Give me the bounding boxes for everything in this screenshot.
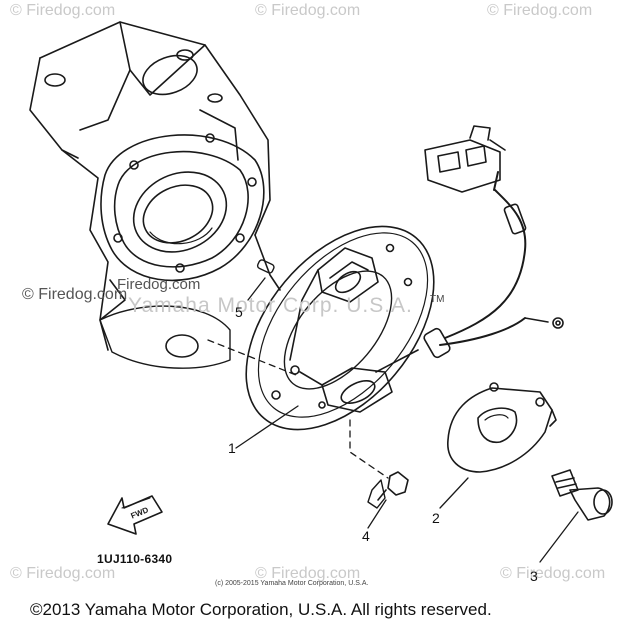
screw-drawing: [367, 471, 409, 509]
callout-4: 4: [362, 528, 370, 544]
watermark-bottom-left: © Firedog.com: [10, 565, 116, 582]
bolt-drawing: [551, 469, 613, 521]
wire-harness-drawing: [424, 125, 564, 346]
watermark-band: Yamaha Motor Corp. U.S.A.: [128, 294, 413, 317]
callout-2: 2: [432, 510, 440, 526]
callout-3: 3: [530, 568, 538, 584]
small-copyright: (c) 2005-2015 Yamaha Motor Corporation, …: [215, 580, 369, 587]
watermark-mid-small: Firedog.com: [117, 276, 201, 293]
leader-lines: [235, 277, 579, 563]
base-plate-drawing: [447, 382, 557, 473]
forward-arrow: [107, 495, 163, 535]
watermark-top-right: © Firedog.com: [487, 2, 593, 19]
parts-diagram: FWD: [29, 21, 613, 563]
watermark-top-left: © Firedog.com: [10, 2, 116, 19]
trademark-mark: TM: [430, 294, 445, 305]
callout-5: 5: [235, 304, 243, 320]
watermark-bottom-mid: © Firedog.com: [255, 565, 361, 582]
crankcase-drawing: [29, 21, 281, 369]
stator-plate-drawing: [245, 225, 451, 431]
diagram-part-number: 1UJ110-6340: [97, 552, 173, 566]
alignment-lines: [207, 339, 389, 479]
copyright-notice: ©2013 Yamaha Motor Corporation, U.S.A. A…: [30, 600, 492, 619]
watermark-top-mid: © Firedog.com: [255, 2, 361, 19]
watermark-mid-left: © Firedog.com: [22, 286, 128, 303]
watermark-bottom-right: © Firedog.com: [500, 565, 606, 582]
callout-1: 1: [228, 440, 236, 456]
